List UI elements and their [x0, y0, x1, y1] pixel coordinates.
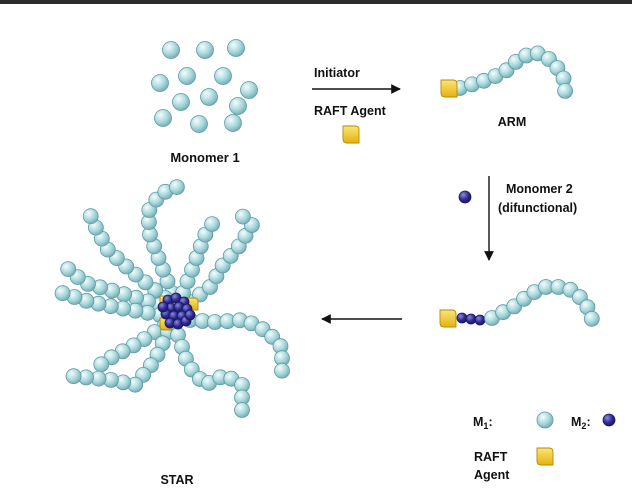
raft-agent-label: RAFT Agent	[314, 104, 387, 118]
arm-with-monomer2-chain	[439, 279, 600, 328]
monomer1-bead	[162, 41, 180, 59]
monomer2-difunctional-label: (difunctional)	[498, 201, 577, 215]
monomer1-bead	[227, 39, 245, 57]
monomer1-bead	[224, 114, 242, 132]
monomer1-bead	[274, 362, 290, 379]
monomer1-bead	[93, 356, 110, 373]
monomer1-bead	[583, 310, 600, 327]
monomer2-bead-icon	[458, 190, 472, 204]
monomer1-bead	[229, 97, 247, 115]
monomer1-bead	[168, 179, 185, 196]
monomer1-bead	[82, 208, 99, 225]
monomer2-bead	[456, 312, 468, 324]
monomer1-bead	[151, 74, 169, 92]
monomer1-bead	[240, 81, 258, 99]
monomer1-bead	[214, 67, 232, 85]
arm-raft-end	[440, 79, 458, 98]
monomer1-label: Monomer 1	[170, 150, 239, 165]
monomer1-bead	[234, 208, 251, 225]
monomer2-label: Monomer 2	[506, 182, 573, 196]
arm-chain	[440, 45, 573, 99]
legend-m2-label: M2:	[571, 415, 591, 431]
legend-m2-bead-icon	[602, 413, 616, 427]
monomer1-bead	[54, 285, 71, 302]
monomer1-bead	[234, 402, 250, 418]
monomer1-bead	[204, 216, 221, 233]
monomer1-bead	[178, 67, 196, 85]
monomer2-bead	[157, 301, 169, 313]
legend-m2-bead	[602, 413, 616, 427]
monomer1-bead	[60, 261, 77, 278]
monomer1-bead	[557, 83, 573, 99]
monomer2-reagent-bead	[458, 190, 472, 204]
legend-raft-label-line1: RAFT	[474, 450, 508, 464]
star-label: STAR	[160, 473, 193, 487]
monomer2-bead	[465, 313, 477, 325]
monomer1-bead	[65, 368, 82, 385]
initiator-label: Initiator	[314, 66, 360, 80]
monomer1-bead	[200, 88, 218, 106]
top-border-bar	[0, 0, 632, 4]
legend-raft-label-line2: Agent	[474, 468, 510, 482]
monomer1-bead	[190, 115, 208, 133]
monomer1-bead	[172, 93, 190, 111]
legend-m1-label: M1:	[473, 415, 493, 431]
monomer1-bead	[154, 109, 172, 127]
legend-raft-block	[536, 447, 554, 466]
arm-label: ARM	[498, 115, 526, 129]
raft-agent-icon	[342, 125, 360, 144]
legend-raft-agent-icon	[536, 447, 554, 466]
monomer1-bead	[196, 41, 214, 59]
monomer2-bead	[184, 309, 196, 321]
legend-m1-bead	[536, 411, 554, 429]
monomer2-bead	[474, 314, 486, 326]
arm2-raft-end	[439, 309, 457, 328]
legend-m1-bead-icon	[536, 411, 554, 429]
raft-agent-reagent	[342, 125, 360, 144]
legend: M1: M2: RAFT Agent	[473, 411, 616, 482]
monomer1-cluster	[151, 39, 258, 133]
star-polymer	[54, 179, 290, 418]
